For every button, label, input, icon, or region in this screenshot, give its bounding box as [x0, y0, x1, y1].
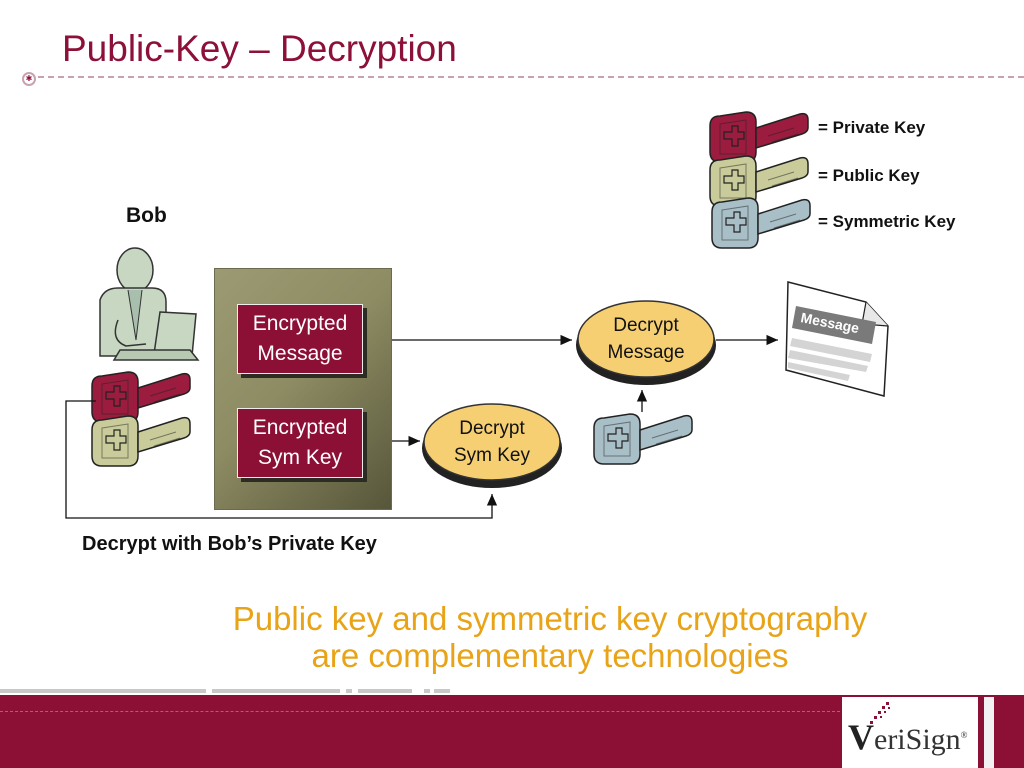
footer-bars: [0, 689, 450, 693]
legend-symmetric-key-label: = Symmetric Key: [818, 212, 956, 231]
document-icon: Message: [785, 281, 889, 397]
decrypt-sym-key-line1: Decrypt: [459, 418, 525, 439]
logo-rest: eriSign: [874, 723, 961, 756]
decrypt-sym-key-line2: Sym Key: [453, 445, 531, 466]
legend-public-key-icon: [709, 155, 809, 207]
legend-private-key-icon: [709, 111, 809, 163]
arrow-private-key-to-decrypt-symkey: [65, 400, 498, 519]
encrypted-sym-key-line2: Sym Key: [257, 446, 343, 469]
decrypted-symmetric-key-icon: [593, 413, 693, 465]
legend-public-key-label: = Public Key: [818, 166, 920, 185]
encrypted-sym-key-box: Encrypted Sym Key: [237, 408, 363, 478]
logo-prefix: V: [848, 717, 874, 757]
legend-private-key-label: = Private Key: [818, 118, 926, 137]
bob-private-key-icon: [91, 371, 191, 423]
title-divider: [38, 76, 1024, 78]
tagline-line1: Public key and symmetric key cryptograph…: [232, 600, 868, 637]
logo-registered-mark: ®: [960, 730, 968, 740]
diagram-caption: Decrypt with Bob’s Private Key: [82, 533, 377, 555]
verisign-checkmark-icon: [870, 702, 890, 724]
logo-panel: [842, 697, 978, 768]
encrypted-sym-key-line1: Encrypted: [252, 416, 348, 439]
verisign-logo: VeriSign®: [848, 716, 968, 758]
tagline: Public key and symmetric key cryptograph…: [150, 600, 950, 674]
slide-title: Public-Key – Decryption: [62, 28, 457, 69]
tagline-line2: are complementary technologies: [311, 637, 789, 674]
bob-public-key-icon: [91, 415, 191, 467]
decrypt-sym-key-label: Decrypt Sym Key: [432, 415, 552, 469]
legend-symmetric-key-icon: [711, 197, 811, 249]
decrypt-message-label: Decrypt Message: [586, 312, 706, 366]
encrypted-message-box: Encrypted Message: [237, 304, 363, 374]
footer-divider: [0, 711, 840, 712]
encrypted-message-line1: Encrypted: [252, 312, 348, 335]
logo-side-strip: [984, 697, 994, 768]
decrypt-sym-key-oval: [422, 403, 562, 488]
person-at-laptop-icon: [99, 247, 200, 361]
decrypt-message-line2: Message: [607, 342, 685, 363]
encrypted-message-line2: Message: [257, 342, 343, 365]
bob-label: Bob: [126, 204, 167, 227]
decrypt-message-line1: Decrypt: [613, 315, 679, 336]
decrypt-message-oval: [576, 300, 716, 385]
title-bullet-icon: ✱: [22, 72, 36, 86]
